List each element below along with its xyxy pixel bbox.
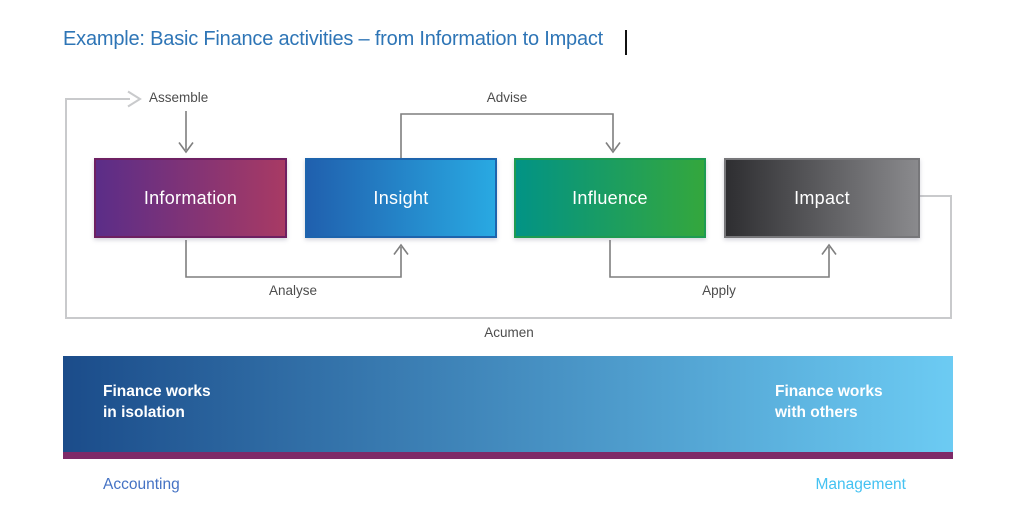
spectrum-left-text-line2: in isolation xyxy=(103,404,185,421)
box-insight-label: Insight xyxy=(373,187,429,208)
advise-label: Advise xyxy=(486,90,528,105)
box-impact: Impact xyxy=(724,158,920,238)
box-impact-label: Impact xyxy=(794,187,850,208)
footer-right-label: Management xyxy=(815,476,906,493)
apply-arrow-line xyxy=(609,240,830,278)
assemble-label: Assemble xyxy=(149,90,209,105)
acumen-label: Acumen xyxy=(484,325,534,340)
box-information: Information xyxy=(94,158,287,238)
analyse-label: Analyse xyxy=(268,283,318,298)
slide-title[interactable]: Example: Basic Finance activities – from… xyxy=(63,28,604,50)
box-insight: Insight xyxy=(305,158,497,238)
footer-left-label: Accounting xyxy=(103,476,180,493)
advise-arrowhead-icon xyxy=(605,142,621,154)
apply-label: Apply xyxy=(702,283,736,298)
spectrum-right-text-line2: with others xyxy=(775,404,858,421)
assemble-arrowhead-icon xyxy=(178,142,194,154)
box-influence: Influence xyxy=(514,158,706,238)
box-influence-label: Influence xyxy=(572,187,648,208)
spectrum-underline xyxy=(63,452,953,459)
acumen-loop-arrowhead-icon xyxy=(127,90,142,108)
spectrum-right-text-line1: Finance works xyxy=(775,383,883,400)
analyse-arrowhead-icon xyxy=(393,243,409,255)
spectrum-right-text: Finance works with others xyxy=(775,381,883,423)
apply-arrowhead-icon xyxy=(821,243,837,255)
advise-arrow-line xyxy=(400,113,614,158)
box-information-label: Information xyxy=(143,187,238,208)
spectrum-bar: Finance works in isolation Finance works… xyxy=(63,356,953,452)
spectrum-left-text: Finance works in isolation xyxy=(103,381,211,423)
text-cursor xyxy=(625,30,627,55)
analyse-arrow-line xyxy=(185,240,402,278)
spectrum-left-text-line1: Finance works xyxy=(103,383,211,400)
